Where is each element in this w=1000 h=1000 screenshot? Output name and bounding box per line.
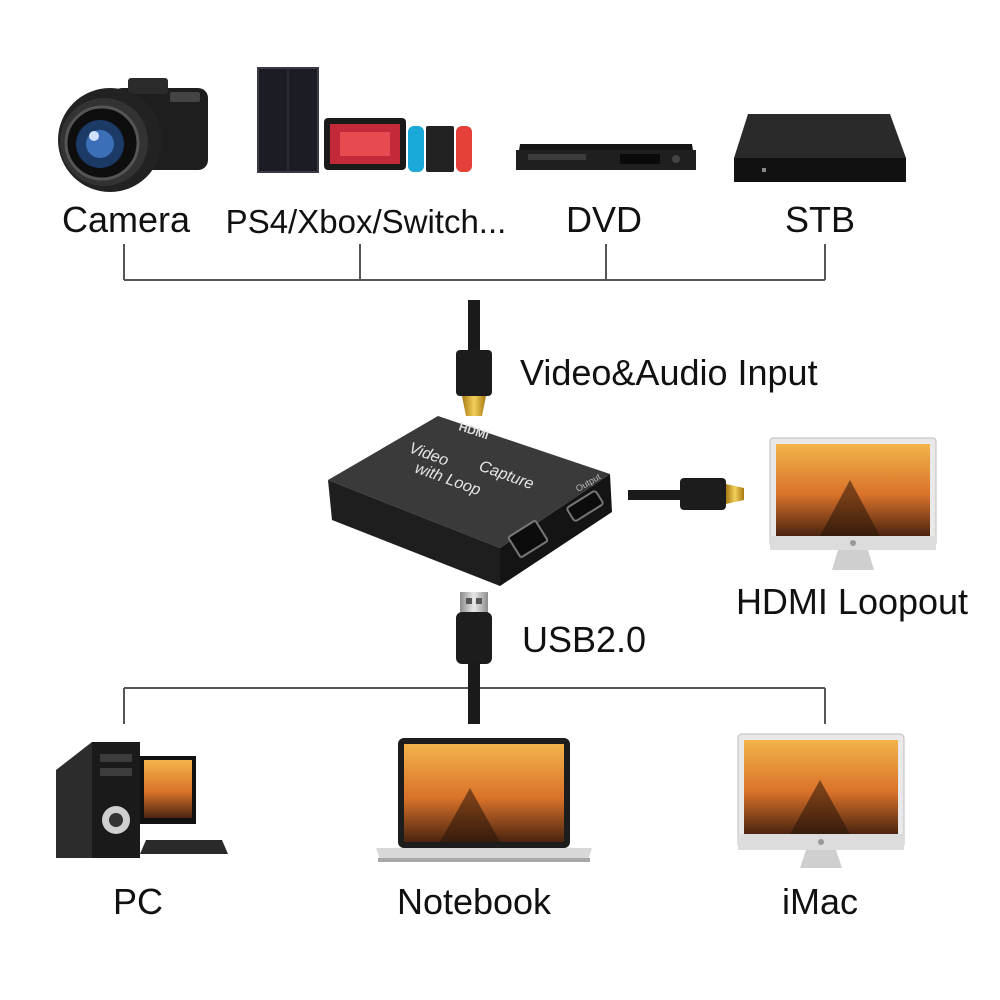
hdmi-loopout-cable-icon [628,478,744,510]
capture-card-icon: HDMI Video Capture with Loop Output [328,416,612,586]
dvd-player-icon [516,144,696,170]
laptop-icon [376,738,592,862]
output-label-pc: PC [112,881,164,922]
usb-cable-icon [456,592,492,724]
hdmi-input-cable-icon [456,300,492,416]
game-console-icon [257,67,472,173]
output-label-imac: iMac [781,881,859,922]
source-bracket [123,244,826,281]
usb-label: USB2.0 [522,619,647,660]
monitor-icon [769,437,937,570]
loopout-label: HDMI Loopout [735,581,969,622]
set-top-box-icon [734,114,906,182]
output-label-notebook: Notebook [396,881,552,922]
input-label: Video&Audio Input [520,352,818,393]
source-label-dvd: DVD [565,199,643,240]
source-label-stb: STB [784,199,856,240]
camera-icon [58,78,208,192]
imac-icon [737,733,905,868]
source-label-camera: Camera [61,199,191,240]
source-label-console: PS4/Xbox/Switch... [225,203,507,240]
desktop-pc-icon [56,742,228,858]
